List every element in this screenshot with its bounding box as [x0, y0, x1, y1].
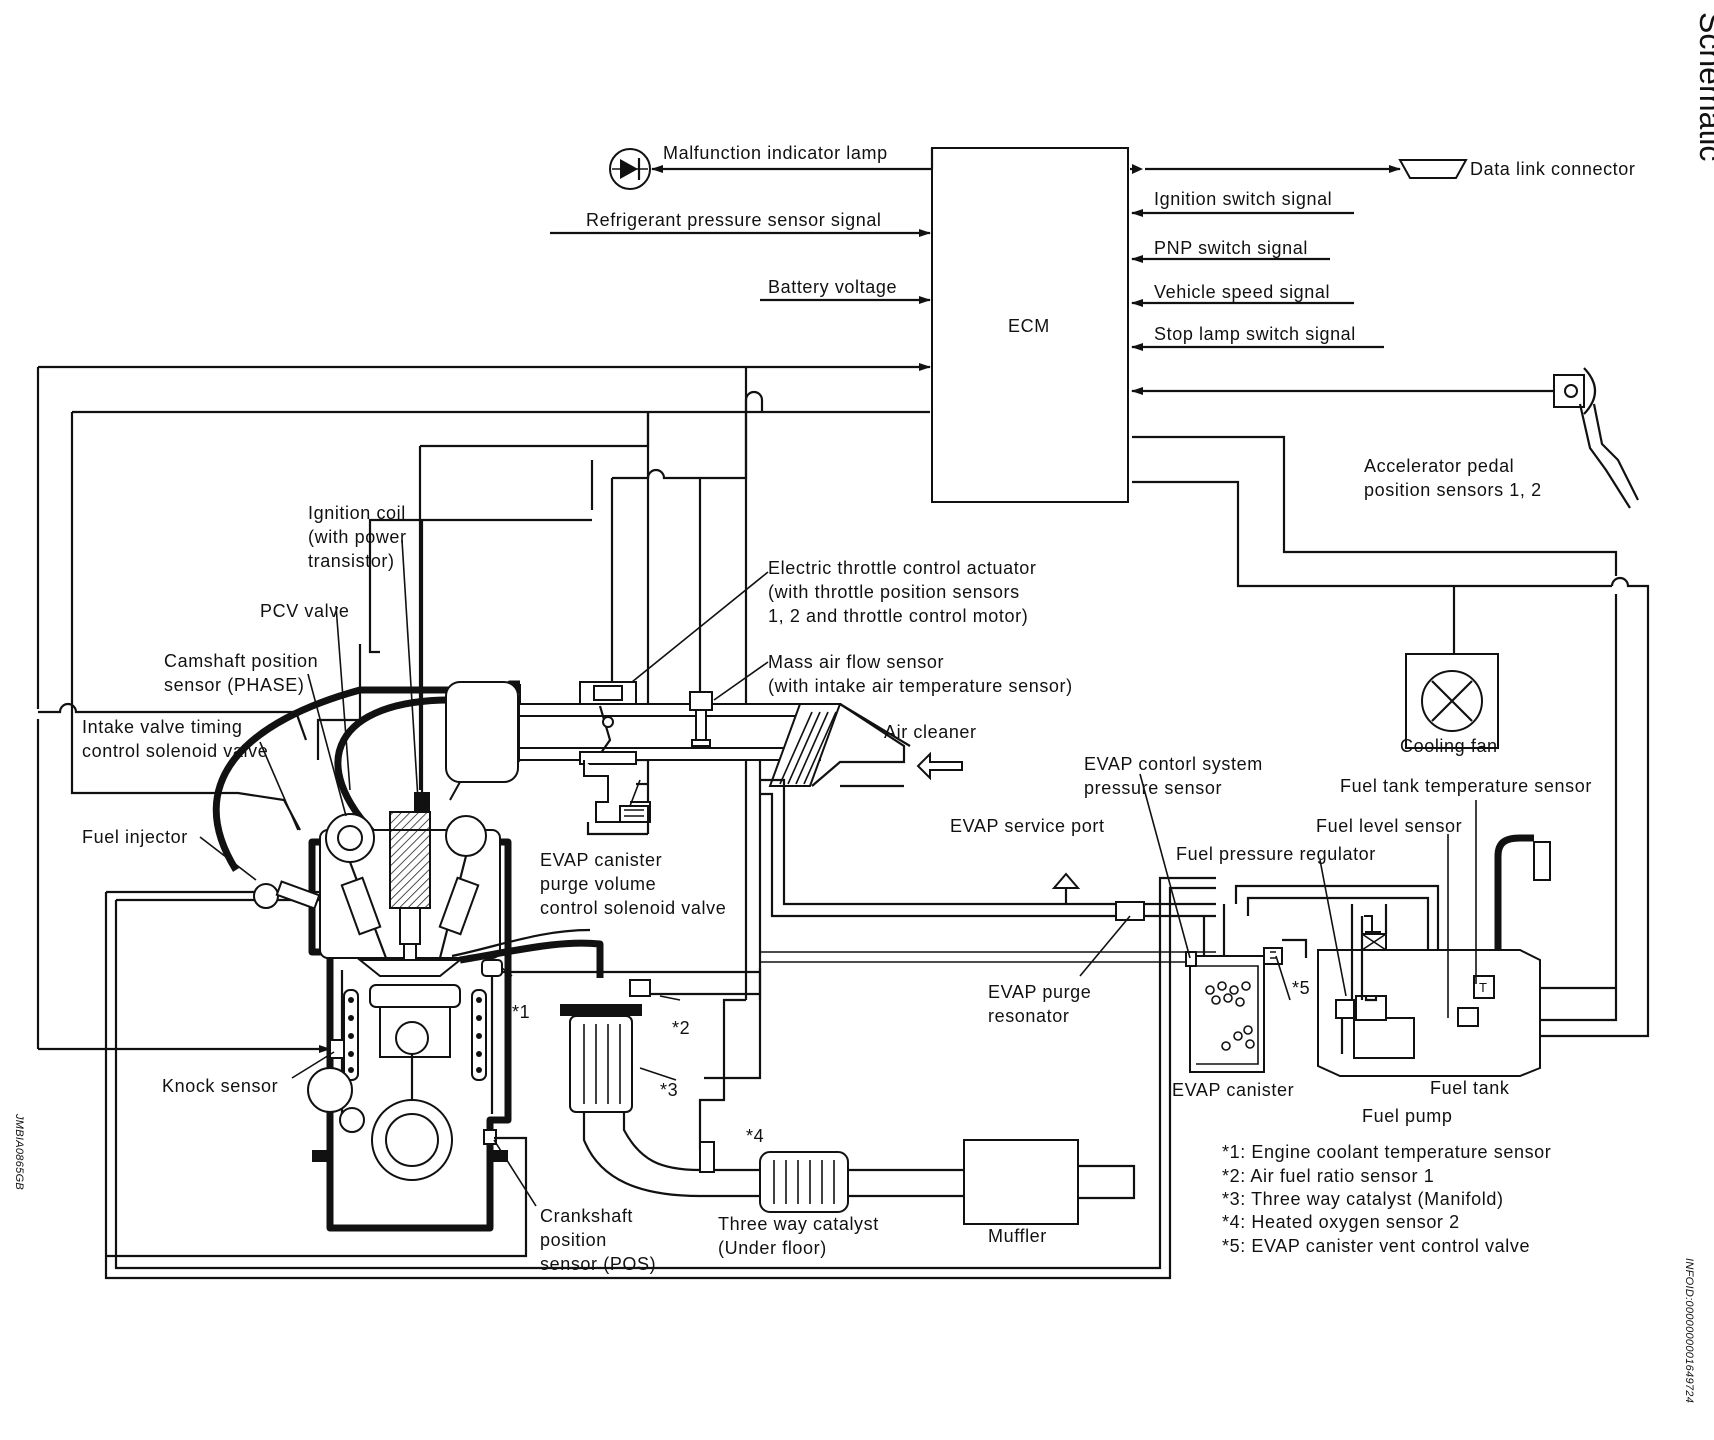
- evap-service-port-icon: [1051, 872, 1081, 904]
- note-5: *5: EVAP canister vent control valve: [1222, 1236, 1530, 1256]
- mil-wire: [652, 148, 934, 169]
- camshaft-sensor-label-1: Camshaft position: [164, 651, 318, 671]
- evap-pressure-sensor-label-2: pressure sensor: [1084, 778, 1222, 798]
- ignition-coil-icon: [389, 520, 431, 961]
- throttle-actuator-label-1: Electric throttle control actuator: [768, 558, 1037, 578]
- ref-mark-5: *5: [1292, 978, 1310, 998]
- ref-mark-3: *3: [660, 1080, 678, 1100]
- underfloor-catalyst-label-1: Three way catalyst: [718, 1214, 879, 1234]
- muffler-label: Muffler: [988, 1226, 1047, 1246]
- fuel-injector-label: Fuel injector: [82, 827, 188, 847]
- crankshaft-sensor-label-2: position: [540, 1230, 607, 1250]
- note-4: *4: Heated oxygen sensor 2: [1222, 1212, 1460, 1232]
- intake-valve-timing-label-2: control solenoid valve: [82, 741, 268, 761]
- pnp-switch-label: PNP switch signal: [1154, 238, 1308, 258]
- evap-purge-line-2: [760, 792, 1216, 918]
- camshaft-sensor-label-2: sensor (PHASE): [164, 675, 304, 695]
- electric-throttle-actuator-icon: [579, 681, 637, 765]
- intake-manifold: [212, 680, 821, 872]
- evap-purge-resonator-icon: [1115, 901, 1145, 921]
- air-cleaner-label: Air cleaner: [884, 722, 977, 742]
- fuel-level-sensor-label: Fuel level sensor: [1316, 816, 1462, 836]
- leader-lines: [199, 539, 1477, 1207]
- pcv-valve-label: PCV valve: [260, 601, 349, 621]
- battery-voltage-label: Battery voltage: [768, 277, 897, 297]
- info-id-code: INFOID:0000000001649724: [1683, 1258, 1695, 1403]
- fuel-injector-icon: [253, 880, 321, 910]
- underfloor-catalyst-label-2: (Under floor): [718, 1238, 827, 1258]
- ref-mark-1: *1: [512, 1002, 530, 1022]
- crankshaft-sensor-label-1: Crankshaft: [540, 1206, 633, 1226]
- note-3: *3: Three way catalyst (Manifold): [1222, 1189, 1504, 1209]
- cooling-fan-label: Cooling fan: [1400, 736, 1498, 756]
- knock-sensor-icon: [329, 1039, 345, 1059]
- evap-pressure-sensor-icon: [1185, 951, 1197, 967]
- vehicle-speed-label: Vehicle speed signal: [1154, 282, 1330, 302]
- heated-oxygen-sensor-icon: [699, 1141, 715, 1173]
- evap-purge-valve-label-2: purge volume: [540, 874, 656, 894]
- throttle-actuator-label-3: 1, 2 and throttle control motor): [768, 606, 1028, 626]
- ecm-label: ECM: [1008, 316, 1050, 336]
- ref-mark-4: *4: [746, 1126, 764, 1146]
- evap-service-port-label: EVAP service port: [950, 816, 1105, 836]
- svg-text:T: T: [1479, 980, 1488, 995]
- malfunction-indicator-lamp: [609, 148, 651, 190]
- air-fuel-ratio-sensor-icon: [629, 979, 651, 997]
- coolant-temp-sensor-icon: [481, 959, 503, 977]
- accelerator-pedal-label-1: Accelerator pedal: [1364, 456, 1514, 476]
- wire-to-fuel-pump: [1425, 576, 1650, 1040]
- note-2: *2: Air fuel ratio sensor 1: [1222, 1166, 1434, 1186]
- fuel-tank-icon: T: [1317, 834, 1551, 1077]
- evap-vent-valve-icon: [1263, 938, 1308, 965]
- evap-pressure-sensor-label-1: EVAP contorl system: [1084, 754, 1263, 774]
- evap-purge-line: [760, 778, 1216, 906]
- pcv-line: [316, 644, 362, 760]
- stop-lamp-switch-label: Stop lamp switch signal: [1154, 324, 1356, 344]
- crankshaft-sensor-label-3: sensor (POS): [540, 1254, 656, 1274]
- air-cleaner-icon: [768, 703, 963, 788]
- wire-to-cooling-fan: [1132, 480, 1612, 588]
- data-link-connector-icon: [1398, 159, 1468, 179]
- evap-canister-icon: [1189, 904, 1265, 1073]
- wire-to-fuel-tank-sensors: [1132, 435, 1618, 576]
- knock-sensor-label: Knock sensor: [162, 1076, 278, 1096]
- main-harness: [36, 363, 931, 1150]
- ignition-coil-label-3: transistor): [308, 551, 395, 571]
- evap-purge-valve-icon: [583, 760, 651, 823]
- figure-code: JMBIA0865GB: [13, 1113, 25, 1190]
- accelerator-pedal-label-2: position sensors 1, 2: [1364, 480, 1542, 500]
- evap-canister-label: EVAP canister: [1172, 1080, 1294, 1100]
- data-link-connector-label: Data link connector: [1470, 159, 1635, 179]
- evap-purge-resonator-label-2: resonator: [988, 1006, 1069, 1026]
- maf-sensor-label-2: (with intake air temperature sensor): [768, 676, 1073, 696]
- ignition-switch-label: Ignition switch signal: [1154, 189, 1332, 209]
- valve-train: [325, 813, 487, 959]
- mass-air-flow-sensor-icon: [689, 691, 713, 747]
- cooling-fan-icon: [1405, 653, 1499, 749]
- ref-mark-2: *2: [672, 1018, 690, 1038]
- fuel-tank-label: Fuel tank: [1430, 1078, 1510, 1098]
- fuel-pressure-regulator-label: Fuel pressure regulator: [1176, 844, 1376, 864]
- note-1: *1: Engine coolant temperature sensor: [1222, 1142, 1551, 1162]
- mil-label: Malfunction indicator lamp: [663, 143, 888, 163]
- evap-purge-valve-label-1: EVAP canister: [540, 850, 662, 870]
- throttle-actuator-label-2: (with throttle position sensors: [768, 582, 1020, 602]
- ignition-coil-label-1: Ignition coil: [308, 503, 406, 523]
- fuel-tank-temp-sensor-label: Fuel tank temperature sensor: [1340, 776, 1592, 796]
- page-section-title: Schematic: [1693, 12, 1714, 161]
- maf-sensor-label-1: Mass air flow sensor: [768, 652, 944, 672]
- exhaust-system: [451, 928, 1136, 1225]
- ignition-coil-label-2: (with power: [308, 527, 407, 547]
- refrigerant-signal-label: Refrigerant pressure sensor signal: [586, 210, 882, 230]
- intake-valve-timing-label-1: Intake valve timing: [82, 717, 242, 737]
- ecm-unit: ECM: [931, 147, 1129, 503]
- evap-purge-valve-label-3: control solenoid valve: [540, 898, 726, 918]
- accelerator-pedal-sensor-icon: [1553, 367, 1639, 509]
- fuel-pump-label: Fuel pump: [1362, 1106, 1452, 1126]
- evap-purge-resonator-label-1: EVAP purge: [988, 982, 1091, 1002]
